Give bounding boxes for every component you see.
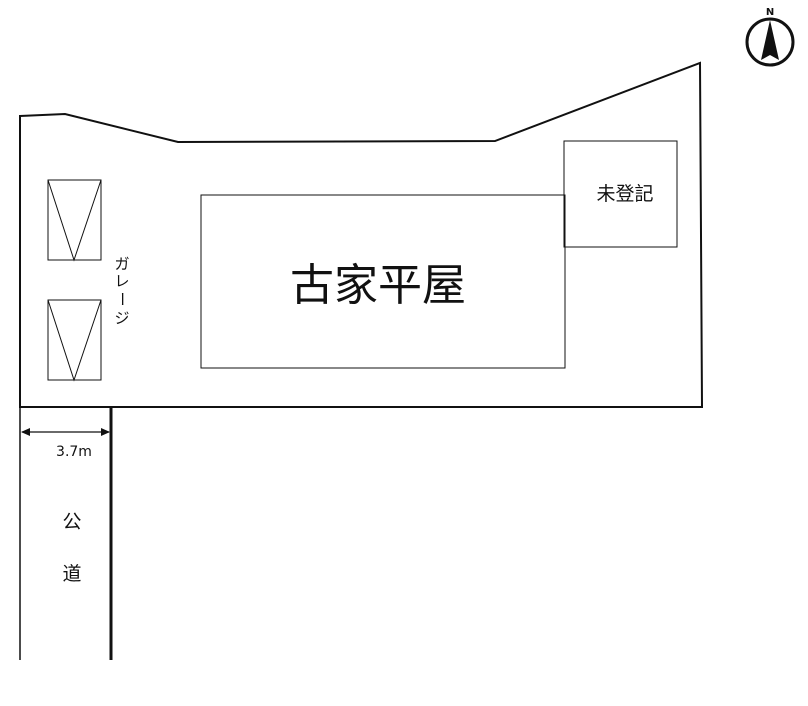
annex-label: 未登記 xyxy=(596,183,653,205)
road-width-dimension xyxy=(21,428,110,436)
garage-label-char-2: レ xyxy=(114,272,129,290)
lot-boundary xyxy=(19,61,704,408)
north-arrow-icon xyxy=(745,17,795,67)
main-house-outline xyxy=(200,194,566,369)
parking-space-icon xyxy=(47,179,102,262)
road-label-char-1: 公 xyxy=(62,511,81,533)
road-label-char-2: 道 xyxy=(62,563,81,585)
garage-label-char-1: ガ xyxy=(114,255,129,273)
garage-label-char-4: ジ xyxy=(114,309,129,327)
road-width-label: 3.7m xyxy=(56,444,92,460)
parking-space-icon xyxy=(47,299,102,382)
garage-label-char-3: ー xyxy=(113,291,131,306)
annex-outline xyxy=(563,140,678,248)
main-house-label: 古家平屋 xyxy=(290,260,466,311)
compass-north-label: N xyxy=(766,7,774,18)
